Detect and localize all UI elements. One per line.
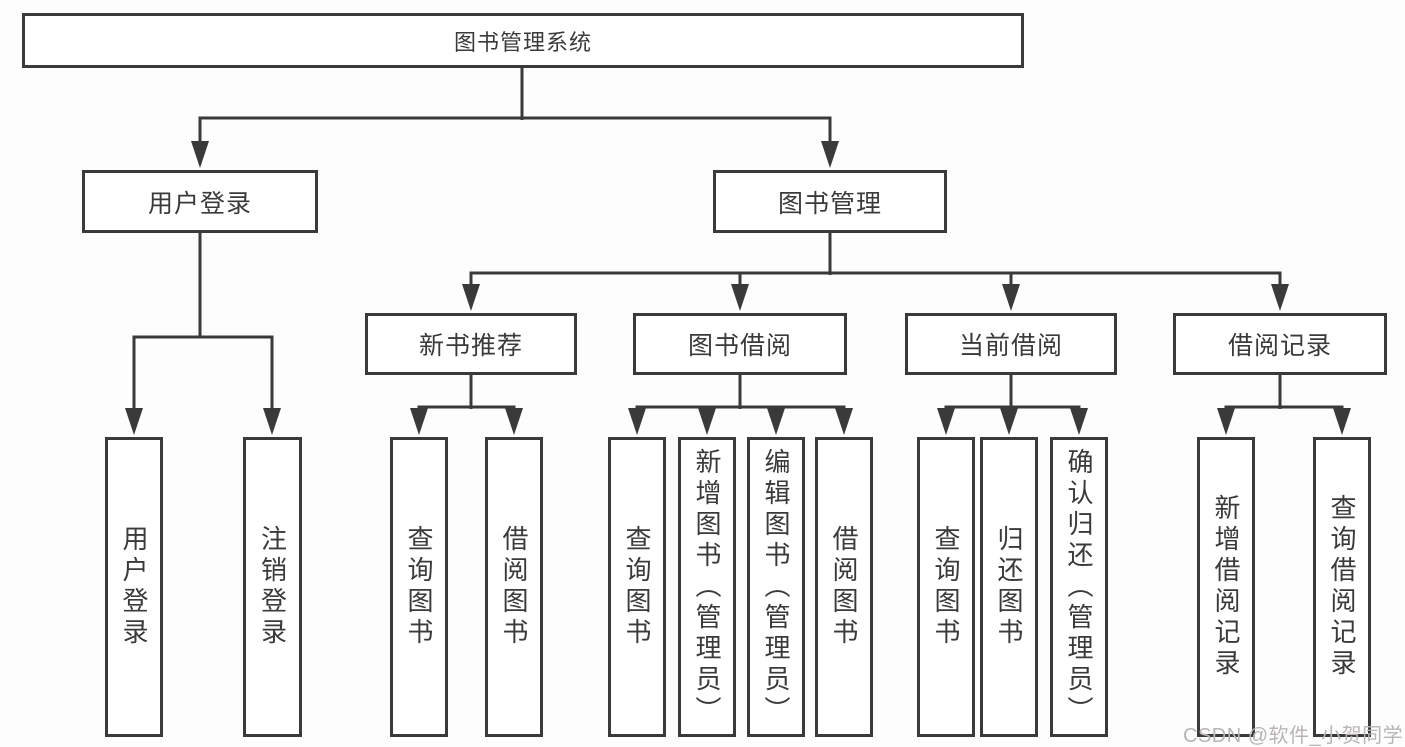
leaf-borrow-books-borrowing: 借阅图书 — [815, 437, 873, 737]
node-label: 用户登录 — [147, 189, 252, 218]
leaf-add-books-admin: 新增图书（管理员） — [678, 437, 736, 737]
leaf-query-books-recommend: 查询图书 — [390, 437, 448, 737]
leaf-add-borrow-record: 新增借阅记录 — [1197, 437, 1255, 737]
node-label: 新增图书（管理员） — [692, 447, 722, 727]
node-current-borrowing: 当前借阅 — [905, 313, 1117, 375]
leaf-confirm-return-admin: 确认归还（管理员） — [1050, 437, 1108, 737]
node-book-management: 图书管理 — [713, 170, 947, 233]
node-label: 用户登录 — [119, 525, 149, 649]
node-label: 查询图书 — [404, 525, 434, 649]
node-label: 查询借阅记录 — [1327, 494, 1357, 680]
node-label: 借阅图书 — [499, 525, 529, 649]
leaf-query-books-current: 查询图书 — [917, 437, 975, 737]
leaf-query-books-borrowing: 查询图书 — [608, 437, 666, 737]
node-user-login: 用户登录 — [82, 170, 318, 233]
node-label: 查询图书 — [931, 525, 961, 649]
node-label: 借阅记录 — [1227, 332, 1332, 360]
leaf-user-login: 用户登录 — [105, 437, 163, 737]
node-label: 新书推荐 — [418, 332, 523, 360]
node-label: 图书借阅 — [687, 332, 792, 360]
node-label: 归还图书 — [994, 525, 1024, 649]
node-label: 注销登录 — [257, 525, 288, 649]
node-label: 图书管理 — [777, 189, 882, 218]
leaf-logout: 注销登录 — [243, 437, 302, 737]
node-label: 当前借阅 — [958, 332, 1063, 360]
arrowheads — [125, 141, 1351, 435]
leaf-query-borrow-record: 查询借阅记录 — [1313, 437, 1371, 737]
node-label: 图书管理系统 — [453, 29, 592, 55]
leaf-borrow-books-recommend: 借阅图书 — [485, 437, 543, 737]
node-label: 新增借阅记录 — [1211, 494, 1241, 680]
node-label: 编辑图书（管理员） — [761, 447, 791, 727]
node-new-book-recommendation: 新书推荐 — [365, 313, 577, 375]
leaf-edit-books-admin: 编辑图书（管理员） — [747, 437, 805, 737]
node-label: 确认归还（管理员） — [1064, 447, 1094, 727]
node-label: 借阅图书 — [829, 525, 859, 649]
csdn-watermark: CSDN @软件_小贺同学 — [1183, 725, 1404, 747]
node-library-management-system: 图书管理系统 — [22, 13, 1024, 68]
leaf-return-books: 归还图书 — [980, 437, 1038, 737]
node-borrowing-records: 借阅记录 — [1173, 313, 1387, 375]
node-book-borrowing: 图书借阅 — [633, 313, 847, 375]
node-label: 查询图书 — [622, 525, 652, 649]
